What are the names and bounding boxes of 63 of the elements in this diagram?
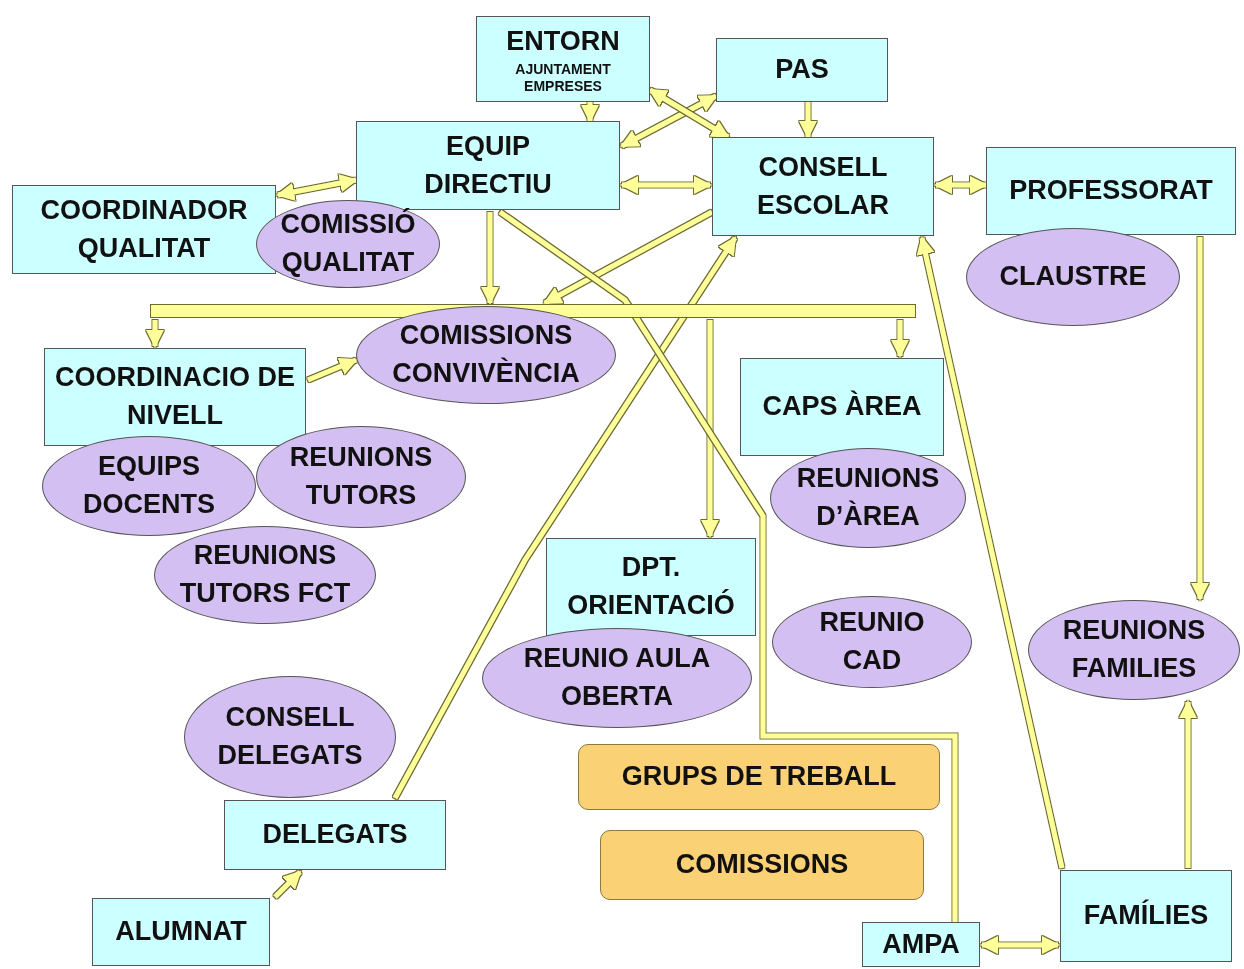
info-box: [356, 121, 620, 210]
info-box: [716, 38, 888, 102]
node-label: CONSELL ESCOLAR: [756, 150, 890, 222]
info-box: [224, 800, 446, 870]
node-label: REUNIONS TUTORS: [288, 441, 434, 512]
node-label: DELEGATS: [262, 818, 408, 852]
node-label: CAPS ÀREA: [762, 389, 922, 424]
node-label: EQUIPS DOCENTS: [82, 450, 216, 521]
connector-line: [498, 209, 958, 922]
info-box: [740, 358, 944, 456]
node-label: GRUPS DE TREBALL: [621, 760, 897, 794]
info-box: [712, 137, 934, 236]
arrow: [1191, 237, 1209, 601]
node-label: DPT. ORIENTACIÓ: [566, 551, 736, 622]
node-label: COMISSIONS CONVIVÈNCIA: [391, 319, 581, 390]
node-label: AMPA: [882, 927, 960, 961]
node-label: ALUMNAT: [115, 915, 247, 949]
node-label: REUNIONS D’ÀREA: [795, 462, 941, 533]
info-box: [12, 185, 276, 274]
arrow: [916, 236, 1065, 869]
arrow: [701, 320, 719, 538]
node-label: COMISSIONS: [675, 848, 849, 882]
info-box: [1060, 870, 1232, 962]
arrow: [543, 209, 714, 306]
node-label: REUNIO AULA OBERTA: [522, 642, 712, 713]
group-box: [600, 830, 924, 900]
info-box: [476, 16, 650, 102]
arrow: [620, 176, 712, 194]
arrow: [648, 87, 730, 140]
arrow: [581, 102, 599, 123]
node-label: COMISSIÓ QUALITAT: [279, 207, 417, 279]
arrow: [1179, 700, 1197, 868]
node-label: PROFESSORAT: [1009, 174, 1213, 208]
info-box: [546, 538, 756, 636]
arrow: [481, 212, 499, 305]
node-label: COORDINADOR QUALITAT: [39, 193, 249, 265]
arrow: [146, 320, 164, 348]
arrow: [276, 174, 358, 201]
node-label: CLAUSTRE: [999, 260, 1147, 294]
info-box: [986, 147, 1236, 235]
node-label: CONSELL DELEGATS: [216, 701, 364, 772]
arrow: [620, 93, 718, 149]
node-label: REUNIO CAD: [818, 606, 926, 677]
info-box: [92, 898, 270, 966]
info-box: [44, 348, 306, 446]
node-label: REUNIONS TUTORS FCT: [178, 539, 352, 610]
node-label: EQUIP DIRECTIU: [423, 129, 553, 201]
info-box: [862, 922, 980, 967]
arrow: [392, 236, 738, 800]
distribution-bar: [150, 304, 916, 318]
node-label: COORDINACIO DE NIVELL: [55, 361, 295, 432]
arrow: [891, 320, 909, 358]
node-label: PAS: [775, 53, 829, 87]
arrow: [307, 357, 358, 383]
node-label: FAMÍLIES: [1083, 898, 1209, 933]
group-box: [578, 744, 940, 810]
arrow: [980, 936, 1060, 954]
arrow: [273, 870, 302, 899]
node-sublabel: AJUNTAMENT EMPRESES: [514, 61, 612, 95]
arrow: [799, 102, 817, 139]
node-label: REUNIONS FAMILIES: [1061, 614, 1207, 685]
node-label: ENTORN: [506, 25, 620, 59]
arrow: [934, 176, 988, 194]
